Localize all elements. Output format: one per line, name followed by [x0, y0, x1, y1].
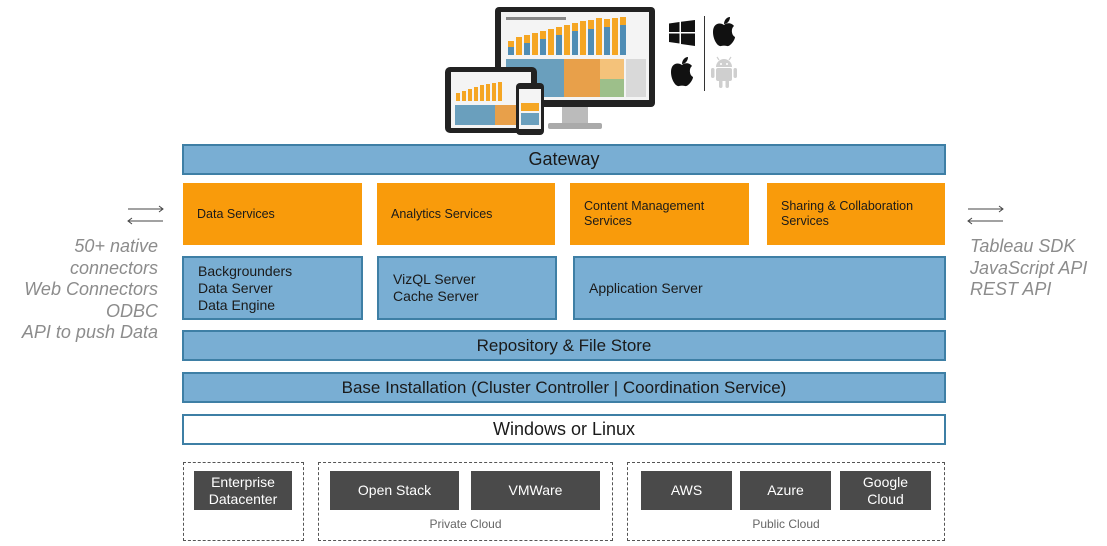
- right-text-line: Tableau SDK: [970, 236, 1076, 256]
- private-cloud-group: [318, 462, 613, 541]
- sharing-collaboration-label: Sharing & Collaboration Services: [781, 199, 914, 228]
- windows-icon: [669, 20, 695, 46]
- repository-label: Repository & File Store: [476, 335, 652, 355]
- data-servers-box: Backgrounders Data Server Data Engine: [182, 256, 363, 320]
- os-bar: Windows or Linux: [182, 414, 946, 445]
- vizql-servers-box: VizQL Server Cache Server: [377, 256, 557, 320]
- open-stack-label: Open Stack: [357, 482, 432, 498]
- data-services-label: Data Services: [197, 206, 275, 221]
- android-icon: [710, 56, 738, 89]
- repository-bar: Repository & File Store: [182, 330, 946, 361]
- left-exchange-arrows-icon: [126, 204, 166, 226]
- monitor-dashboard-icon: [445, 7, 655, 135]
- os-label: Windows or Linux: [492, 419, 636, 439]
- azure-box: Azure: [740, 471, 831, 510]
- left-text-line: 50+ native: [74, 236, 158, 256]
- right-api-text: Tableau SDK JavaScript API REST API: [970, 236, 1107, 301]
- gateway-label: Gateway: [528, 149, 600, 169]
- enterprise-datacenter-box: Enterprise Datacenter: [194, 471, 292, 510]
- left-text-line: ODBC: [105, 300, 158, 321]
- base-installation-label: Base Installation (Cluster Controller | …: [341, 377, 787, 397]
- content-management-label: Content Management Services: [584, 199, 705, 228]
- vmware-box: VMWare: [471, 471, 600, 510]
- left-text-line: Web Connectors: [24, 279, 158, 299]
- os-divider: [704, 16, 705, 91]
- vmware-label: VMWare: [508, 482, 563, 498]
- content-management-box: Content Management Services: [570, 183, 749, 245]
- private-cloud-label: Private Cloud: [429, 517, 502, 531]
- cache-server-label: Cache Server: [393, 288, 479, 304]
- apple-icon: [669, 56, 695, 87]
- aws-box: AWS: [641, 471, 732, 510]
- vizql-server-label: VizQL Server: [393, 271, 476, 287]
- backgrounders-label: Backgrounders: [198, 262, 293, 279]
- data-engine-label: Data Engine: [198, 296, 276, 313]
- devices-illustration: [440, 5, 660, 137]
- google-cloud-box: Google Cloud: [840, 471, 931, 510]
- data-services-box: Data Services: [183, 183, 362, 245]
- aws-label: AWS: [670, 482, 703, 498]
- right-exchange-arrows-icon: [966, 204, 1006, 226]
- left-connectors-text: 50+ native connectors Web Connectors ODB…: [0, 236, 158, 344]
- data-server-label: Data Server: [198, 279, 273, 296]
- application-server-box: Application Server: [573, 256, 946, 320]
- analytics-services-label: Analytics Services: [391, 206, 493, 221]
- right-text-line: REST API: [970, 279, 1052, 299]
- gateway-bar: Gateway: [182, 144, 946, 175]
- sharing-collaboration-box: Sharing & Collaboration Services: [767, 183, 945, 245]
- left-text-line: API to push Data: [21, 322, 158, 342]
- open-stack-box: Open Stack: [330, 471, 459, 510]
- google-cloud-label: Google Cloud: [862, 473, 909, 507]
- analytics-services-box: Analytics Services: [377, 183, 555, 245]
- base-installation-bar: Base Installation (Cluster Controller | …: [182, 372, 946, 403]
- public-cloud-label: Public Cloud: [752, 517, 820, 531]
- left-text-line: connectors: [69, 257, 158, 278]
- application-server-label: Application Server: [589, 280, 703, 296]
- apple-icon: [711, 16, 737, 47]
- public-cloud-group: [627, 462, 945, 541]
- right-text-line: JavaScript API: [970, 257, 1088, 278]
- azure-label: Azure: [767, 482, 804, 498]
- enterprise-datacenter-label: Enterprise Datacenter: [208, 473, 278, 507]
- enterprise-group: [183, 462, 304, 541]
